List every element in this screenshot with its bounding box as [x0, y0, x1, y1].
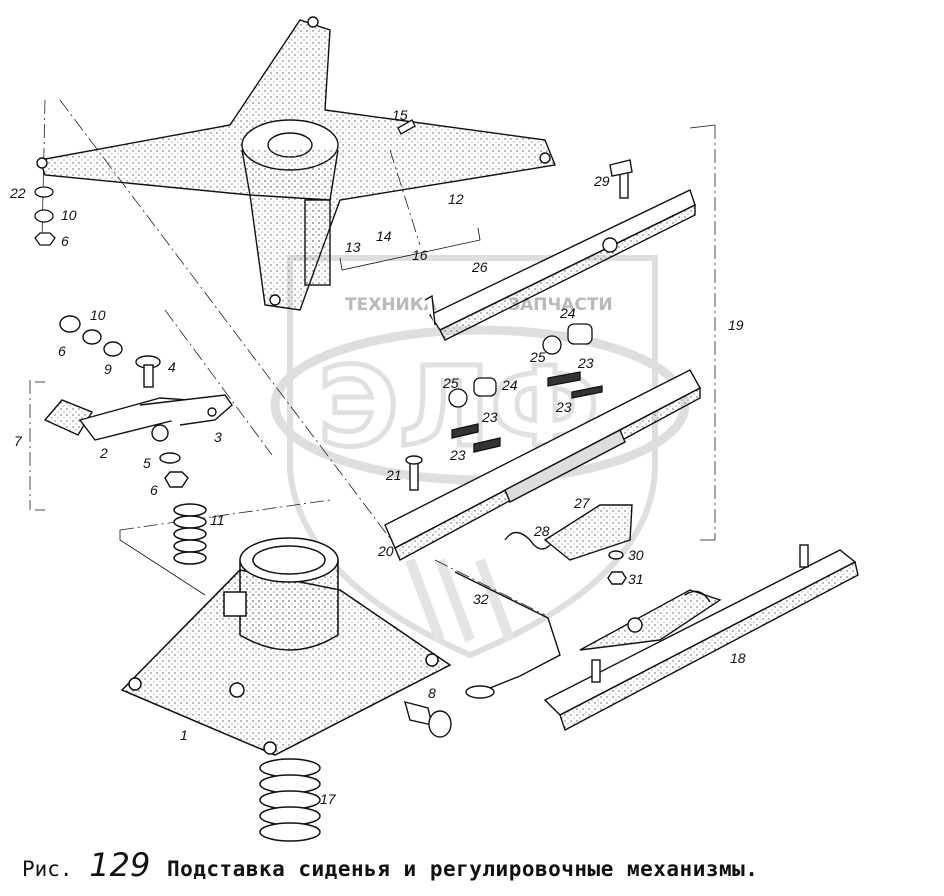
- lower-slide-rail: [543, 544, 859, 732]
- label-24-b: 24: [559, 305, 576, 321]
- part-labels: 1 2 3 4 5 6 6 6 7 8 9 10 10 11 12 13 14 …: [9, 107, 746, 807]
- label-27: 27: [573, 495, 591, 511]
- center-lines: [29, 99, 716, 616]
- washer-stack-top: [34, 119, 416, 246]
- label-12: 12: [448, 191, 464, 207]
- rack-rail: [384, 369, 701, 561]
- spring-11: [173, 503, 207, 565]
- label-4: 4: [168, 359, 176, 375]
- cable-rod: [454, 571, 561, 699]
- label-32: 32: [473, 591, 489, 607]
- latch-plate: [504, 504, 633, 585]
- watermark-text-right: ЗАПЧАСТИ: [508, 295, 613, 315]
- label-6-c: 6: [150, 482, 158, 498]
- label-28: 28: [533, 523, 550, 539]
- bolt-8: [404, 701, 452, 738]
- caption-prefix: Рис.: [22, 857, 73, 881]
- label-7: 7: [14, 433, 23, 449]
- cross-frame: [36, 16, 556, 311]
- label-23-a: 23: [481, 409, 498, 425]
- label-23-d: 23: [555, 399, 572, 415]
- label-29: 29: [593, 173, 610, 189]
- label-2: 2: [99, 445, 108, 461]
- label-6-a: 6: [61, 233, 69, 249]
- caption-title: Подставка сиденья и регулировочные механ…: [166, 857, 759, 881]
- label-6-b: 6: [58, 343, 66, 359]
- pedal-lever: [43, 315, 233, 488]
- label-30: 30: [628, 547, 644, 563]
- label-24-a: 24: [501, 377, 518, 393]
- figure-caption: Рис. 129 Подставка сиденья и регулировоч…: [22, 846, 942, 890]
- label-31: 31: [628, 571, 644, 587]
- upper-slide-rail: [424, 159, 696, 341]
- label-19: 19: [728, 317, 744, 333]
- label-3: 3: [214, 429, 222, 445]
- label-15: 15: [392, 107, 408, 123]
- label-18: 18: [730, 650, 746, 666]
- label-20: 20: [377, 543, 394, 559]
- label-16: 16: [412, 247, 428, 263]
- label-11: 11: [210, 512, 225, 528]
- label-10-b: 10: [90, 307, 106, 323]
- label-25-b: 25: [529, 349, 546, 365]
- label-8: 8: [428, 685, 436, 701]
- leader-lines: [35, 124, 716, 596]
- label-23-c: 23: [577, 355, 594, 371]
- base-plate: [120, 537, 452, 756]
- label-1: 1: [180, 727, 188, 743]
- caption-number: 129: [89, 846, 151, 884]
- bushings-and-pads: [448, 323, 603, 453]
- label-14: 14: [376, 228, 392, 244]
- label-23-b: 23: [449, 447, 466, 463]
- label-25-a: 25: [442, 375, 459, 391]
- spring-17: [259, 758, 321, 842]
- label-17: 17: [320, 791, 337, 807]
- watermark-text-left: ТЕХНИКА: [345, 295, 438, 315]
- label-21: 21: [385, 467, 402, 483]
- label-13: 13: [345, 239, 361, 255]
- label-5: 5: [143, 455, 151, 471]
- label-26: 26: [471, 259, 488, 275]
- label-10-a: 10: [61, 207, 77, 223]
- label-22: 22: [9, 185, 26, 201]
- label-9: 9: [104, 361, 112, 377]
